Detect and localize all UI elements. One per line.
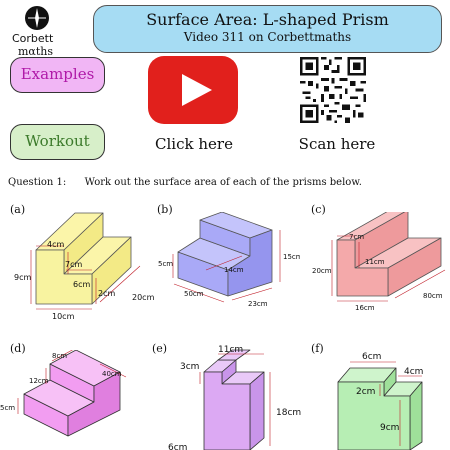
- prism-a-dim-7cm: 7cm: [65, 260, 82, 269]
- corbettmaths-logo: Corbett mαths: [6, 4, 68, 58]
- prism-d-dim-5cm: 5cm: [0, 404, 15, 412]
- prism-e-dim-11cm: 11cm: [218, 345, 243, 355]
- click-here-link[interactable]: Click here: [155, 135, 233, 153]
- prism-e-dim-18cm: 18cm: [276, 408, 301, 418]
- prism-a-dim-6cm: 6cm: [73, 280, 90, 289]
- workout-button[interactable]: Workout: [10, 124, 105, 160]
- prism-b-dim-5cm: 5cm: [158, 260, 173, 268]
- prism-d-dim-40cm: 40cm: [102, 370, 122, 378]
- prism-e-diagram: 11cm 3cm 18cm 6cm: [168, 345, 301, 450]
- prism-a-dim-10cm: 10cm: [52, 312, 75, 321]
- prism-d-dim-12cm: 12cm: [29, 377, 49, 385]
- prism-f-dim-2cm: 2cm: [356, 387, 375, 397]
- prism-b-dim-14cm: 14cm: [224, 266, 244, 274]
- prism-e-dim-3cm: 3cm: [180, 362, 199, 372]
- qr-code-icon[interactable]: [300, 57, 366, 123]
- prism-b-label: (b): [157, 203, 173, 216]
- examples-button[interactable]: Examples: [10, 57, 105, 93]
- prism-c-label: (c): [311, 203, 326, 216]
- prism-f-diagram: 6cm 4cm 2cm 9cm: [337, 352, 423, 450]
- title-banner: Surface Area: L-shaped Prism Video 311 o…: [93, 5, 442, 53]
- prism-c-dim-16cm: 16cm: [355, 304, 375, 312]
- logo-emblem-icon: [25, 6, 49, 30]
- page-title: Surface Area: L-shaped Prism: [146, 10, 389, 29]
- prism-f-dim-6cm: 6cm: [362, 352, 381, 362]
- prism-d-dim-8cm: 8cm: [52, 352, 67, 360]
- page-subtitle: Video 311 on Corbettmaths: [183, 30, 352, 44]
- prism-c-diagram: 7cm 11cm 20cm 16cm 80cm: [312, 212, 446, 312]
- prism-c-dim-11cm: 11cm: [365, 258, 385, 266]
- prism-d-diagram: 8cm 40cm 12cm 5cm: [0, 350, 127, 437]
- scan-here-link[interactable]: Scan here: [298, 135, 376, 153]
- question-instruction: Work out the surface area of each of the…: [84, 177, 362, 188]
- prism-f-label: (f): [311, 342, 324, 355]
- prism-e-dim-6cm: 6cm: [168, 443, 187, 450]
- prism-a-dim-4cm: 4cm: [47, 240, 64, 249]
- prism-d-label: (d): [10, 342, 26, 355]
- prism-a-dim-20cm: 20cm: [132, 293, 155, 302]
- prism-b-dim-15cm: 15cm: [283, 253, 300, 261]
- prism-a-dim-2cm: 2cm: [98, 289, 115, 298]
- prism-f-dim-9cm: 9cm: [380, 423, 399, 433]
- logo-text-corbett: Corbett: [12, 32, 54, 45]
- prism-a-dim-9cm: 9cm: [14, 273, 31, 282]
- youtube-play-icon[interactable]: [148, 56, 238, 124]
- question-text: Question 1: Work out the surface area of…: [8, 177, 362, 188]
- prism-b-dim-23cm: 23cm: [248, 300, 268, 308]
- logo-text-maths: mαths: [18, 45, 54, 58]
- prism-c-dim-80cm: 80cm: [423, 292, 443, 300]
- prism-a-diagram: 4cm 7cm 9cm 6cm 2cm 20cm 10cm: [14, 212, 155, 321]
- prism-c-dim-7cm: 7cm: [349, 233, 364, 241]
- prism-e-label: (e): [152, 342, 168, 355]
- prism-b-diagram: 5cm 14cm 15cm 50cm 23cm: [158, 212, 300, 308]
- question-number: Question 1:: [8, 177, 67, 188]
- prism-a-label: (a): [10, 203, 26, 216]
- prism-c-dim-20cm: 20cm: [312, 267, 332, 275]
- prism-b-dim-50cm: 50cm: [184, 290, 204, 298]
- prism-f-dim-4cm: 4cm: [404, 367, 423, 377]
